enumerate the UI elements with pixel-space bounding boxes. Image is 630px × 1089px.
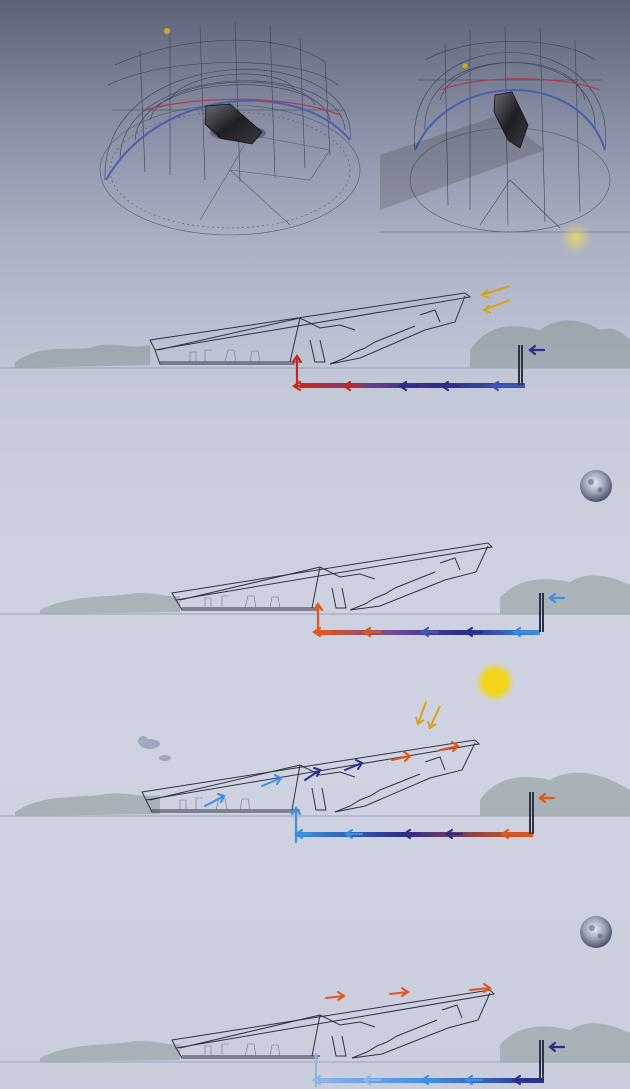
cloud-icon [138, 736, 171, 761]
moon-icon [580, 916, 612, 948]
sun-rays-arrows [415, 701, 441, 730]
roof-airflow-arrows [325, 983, 492, 1001]
section-winter-day [0, 662, 630, 844]
section-summer-night [0, 470, 630, 638]
airflow-arrows [290, 792, 556, 844]
interior-furniture [189, 349, 261, 363]
airflow-arrows [312, 592, 566, 638]
building-model-right [493, 91, 529, 149]
sun-path-dome-left [99, 21, 361, 236]
building-section-outline [171, 989, 496, 1059]
moon-icon [580, 470, 612, 502]
building-shadow-right [380, 115, 545, 210]
section-summer-day [0, 222, 630, 392]
vegetation-strip [15, 772, 630, 816]
solar-airflow-arrows [204, 741, 460, 807]
airflow-arrows [312, 1041, 566, 1088]
sun-rays-arrows [480, 285, 511, 314]
section-winter-night [0, 916, 630, 1088]
sun-marker-icon [164, 28, 170, 34]
sun-icon [560, 222, 592, 254]
interior-furniture [204, 595, 281, 609]
vegetation-strip [40, 575, 630, 614]
building-section-outline [171, 542, 494, 611]
building-model-left [204, 103, 263, 145]
vegetation-strip [15, 320, 630, 368]
sun-marker-icon [462, 63, 468, 69]
interior-furniture [179, 797, 251, 811]
building-section-outline [141, 739, 481, 813]
sun-path-dome-right [380, 25, 630, 233]
vegetation-strip [40, 1023, 630, 1062]
airflow-arrows [291, 344, 546, 392]
building-section-outline [149, 292, 472, 365]
interior-furniture [204, 1043, 281, 1057]
